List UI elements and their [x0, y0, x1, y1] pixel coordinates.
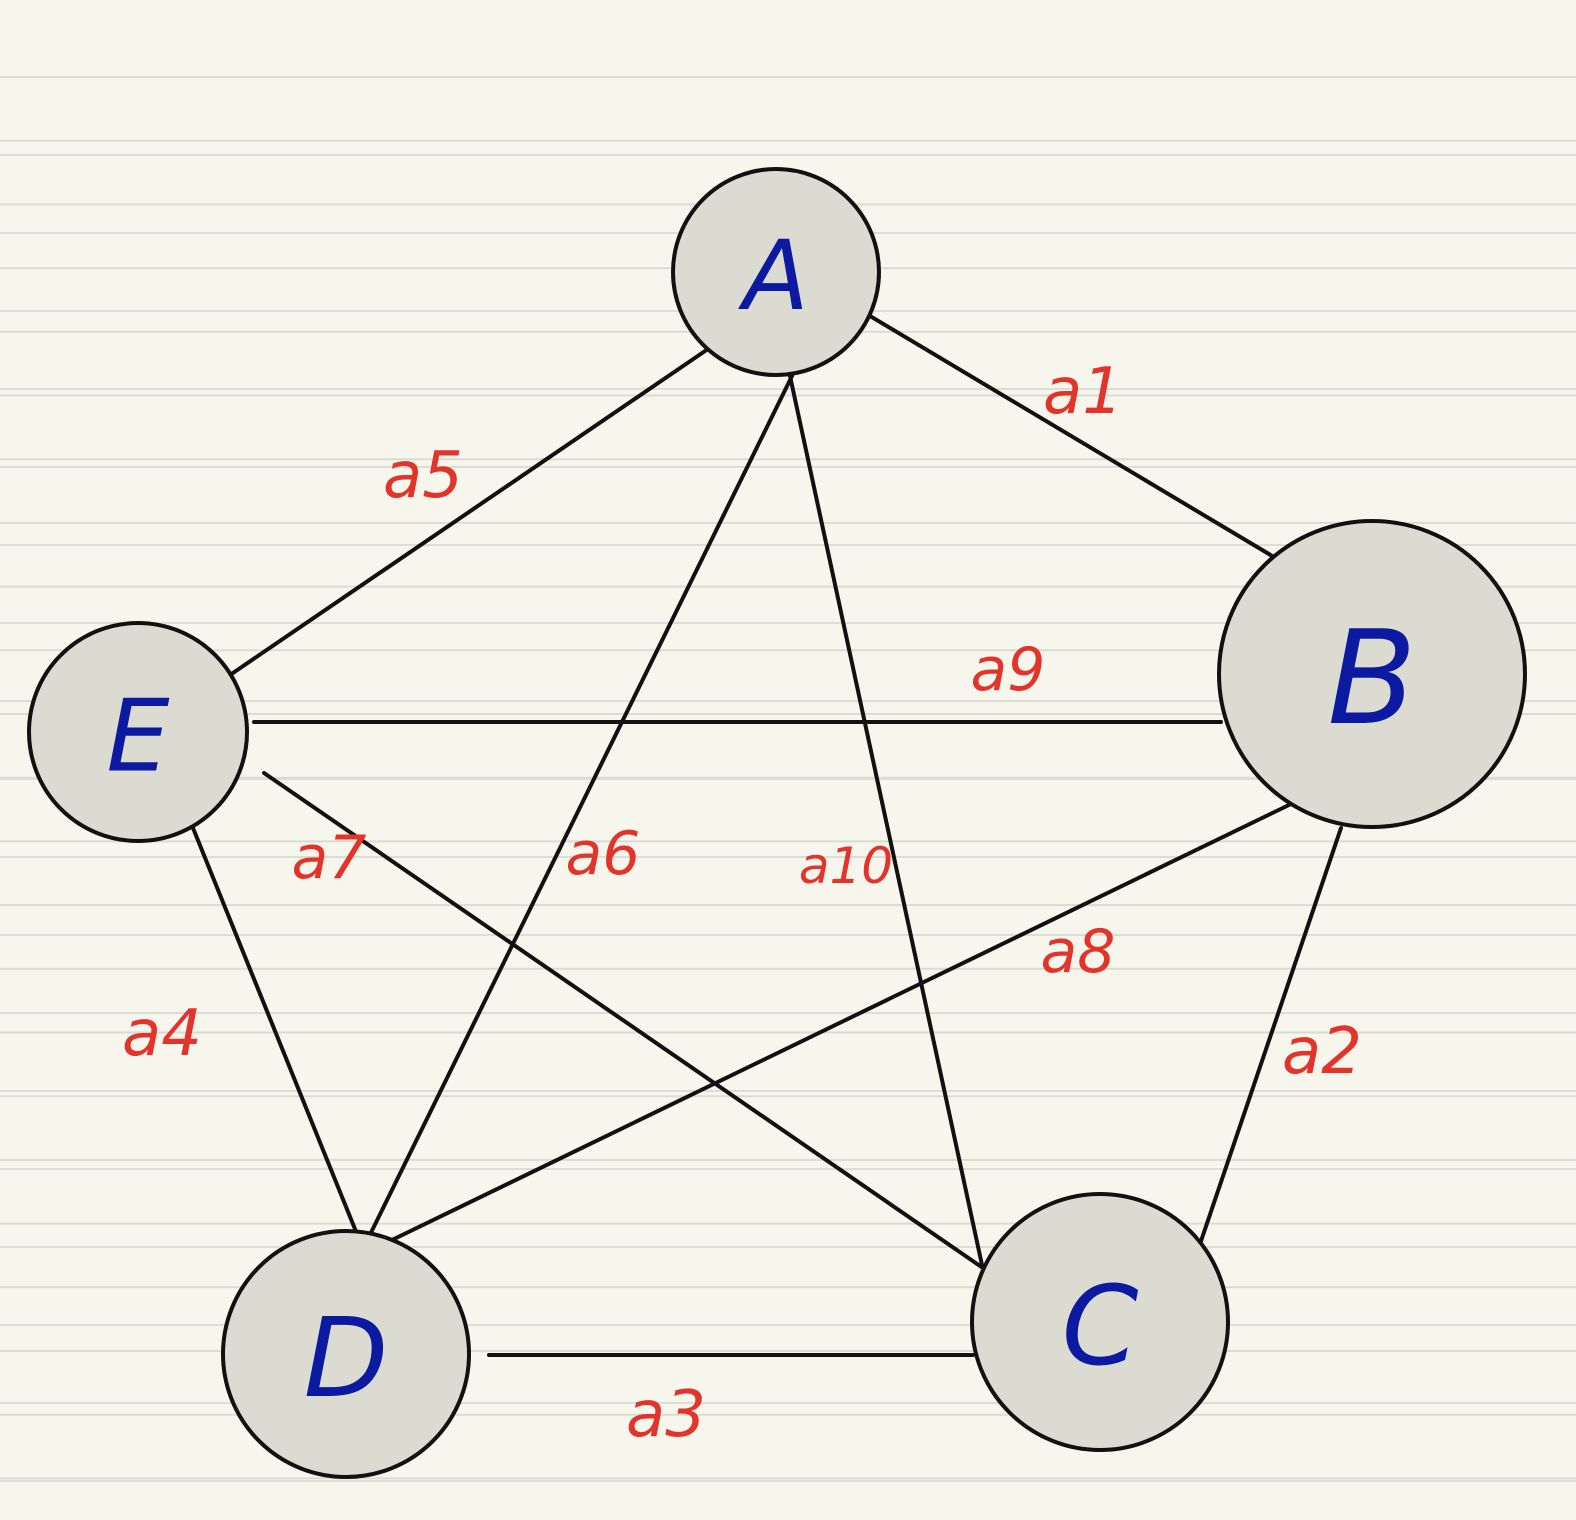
edge-a-b: [868, 314, 1286, 565]
node-circle-c: [970, 1192, 1230, 1452]
node-d: D: [221, 1229, 471, 1479]
edge-label-a9: a9: [971, 635, 1046, 705]
node-label-a: A: [737, 220, 809, 332]
edge-label-a5: a5: [383, 439, 463, 513]
node-e: E: [27, 621, 249, 843]
edge-a-c: [788, 374, 984, 1267]
node-a: A: [671, 167, 881, 377]
node-circle-d: [221, 1229, 471, 1479]
edge-b-d: [357, 802, 1293, 1258]
edge-e-c: [262, 771, 985, 1270]
nodes: A B C D E: [27, 167, 1527, 1479]
edge-label-a6: a6: [566, 819, 641, 889]
edge-label-a2: a2: [1282, 1015, 1362, 1089]
edge-label-a3: a3: [626, 1378, 706, 1452]
edges: [191, 314, 1343, 1357]
node-label-e: E: [106, 678, 169, 795]
node-circle-b: [1217, 519, 1527, 829]
node-b: B: [1217, 519, 1527, 829]
edge-labels: a1 a2 a3 a4 a5 a6 a7 a8 a9 a10: [122, 355, 1362, 1452]
node-circle-e: [27, 621, 249, 843]
edge-label-a7: a7: [292, 823, 367, 893]
edge-b-c: [1198, 826, 1343, 1246]
edge-label-a8: a8: [1041, 917, 1116, 987]
edge-a-e: [228, 347, 710, 677]
edge-e-d: [191, 826, 359, 1236]
edge-label-a10: a10: [799, 837, 893, 895]
edge-a-d: [359, 374, 794, 1255]
node-label-d: D: [304, 1294, 389, 1422]
node-label-b: B: [1327, 602, 1416, 754]
edge-label-a1: a1: [1043, 355, 1123, 429]
node-label-c: C: [1062, 1262, 1139, 1390]
node-c: C: [970, 1192, 1230, 1452]
edge-label-a4: a4: [122, 997, 202, 1071]
node-circle-a: [671, 167, 881, 377]
